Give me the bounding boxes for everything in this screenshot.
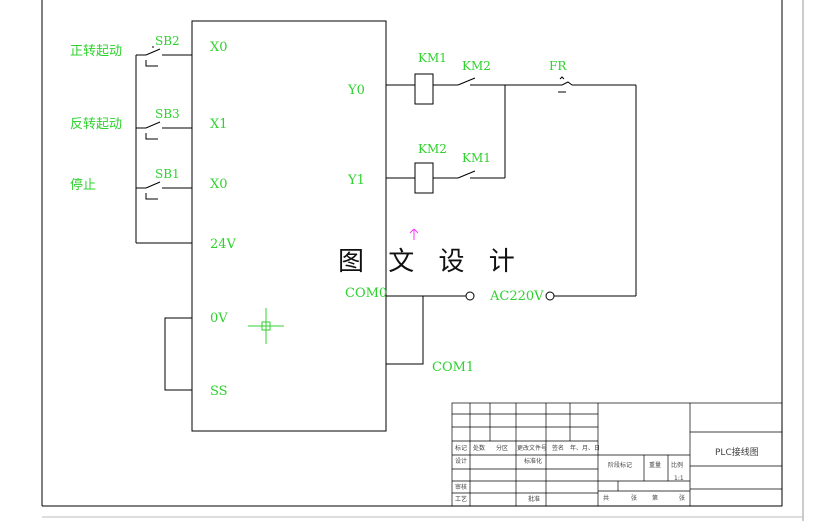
- sb2-label: SB2: [155, 34, 180, 48]
- km1-coil: [414, 73, 434, 105]
- tb-sheet-label1: 张: [631, 494, 637, 502]
- terminal-x0-bottom: X0: [210, 177, 228, 192]
- tb-drawing-name: PLC接线图: [715, 446, 759, 458]
- tb-mark: 标记: [455, 444, 467, 452]
- forward-start-label: 正转起动: [70, 44, 122, 59]
- tb-sheets-current: 第: [652, 494, 658, 502]
- tb-date: 年、月、日: [570, 444, 600, 452]
- reverse-start-label: 反转起动: [70, 117, 122, 132]
- km2-coil: [414, 162, 434, 194]
- tb-sheets-total: 共: [603, 494, 609, 502]
- terminal-y0: Y0: [347, 83, 365, 98]
- sb3-label: SB3: [155, 107, 180, 121]
- terminal-y1: Y1: [347, 173, 365, 188]
- tb-weight: 重量: [649, 461, 661, 469]
- tb-sheet-label2: 张: [679, 494, 685, 502]
- tb-sign: 签名: [552, 444, 564, 452]
- km2-coil-label: KM2: [418, 142, 447, 156]
- tb-count: 处数: [473, 444, 485, 452]
- km2-contact-label: KM2: [462, 59, 491, 73]
- km1-contact-label: KM1: [462, 151, 491, 165]
- title-block: [451, 402, 783, 507]
- tb-review: 审核: [455, 483, 467, 491]
- terminal-x0-top: X0: [210, 40, 228, 55]
- tb-design: 设计: [455, 457, 467, 465]
- tb-change-doc: 更改文件号: [517, 444, 547, 452]
- tb-standardization: 标准化: [524, 457, 542, 465]
- terminal-24v: 24V: [210, 237, 237, 252]
- output-wiring: [386, 73, 637, 365]
- fr-label: FR: [549, 59, 567, 73]
- crosshair-cursor: [248, 308, 284, 344]
- terminal-ss: SS: [210, 384, 228, 399]
- terminal-com0: COM0: [345, 286, 387, 301]
- tb-zone: 分区: [496, 444, 508, 452]
- sb1-label: SB1: [155, 167, 180, 181]
- tb-stage-mark: 阶段标记: [608, 461, 632, 469]
- tb-process: 工艺: [455, 495, 467, 503]
- km1-coil-label: KM1: [418, 51, 447, 65]
- title-block-text: 标记 处数 分区 更改文件号 签名 年、月、日 设计 标准化 审核 工艺 批准 …: [455, 444, 759, 503]
- tb-approve: 批准: [528, 495, 540, 503]
- input-wiring: [135, 46, 192, 391]
- terminal-0v: 0V: [210, 311, 228, 326]
- stop-label: 停止: [70, 177, 96, 193]
- tb-scale-value: 1:1: [674, 475, 684, 482]
- terminal-x1: X1: [210, 117, 228, 132]
- ac220v-label: AC220V: [489, 289, 544, 304]
- magenta-marker: [409, 228, 419, 240]
- tb-scale: 比例: [671, 461, 683, 469]
- com1-label: COM1: [432, 360, 474, 375]
- plc-module: [191, 20, 387, 432]
- watermark-text: 图 文 设 计: [338, 247, 523, 277]
